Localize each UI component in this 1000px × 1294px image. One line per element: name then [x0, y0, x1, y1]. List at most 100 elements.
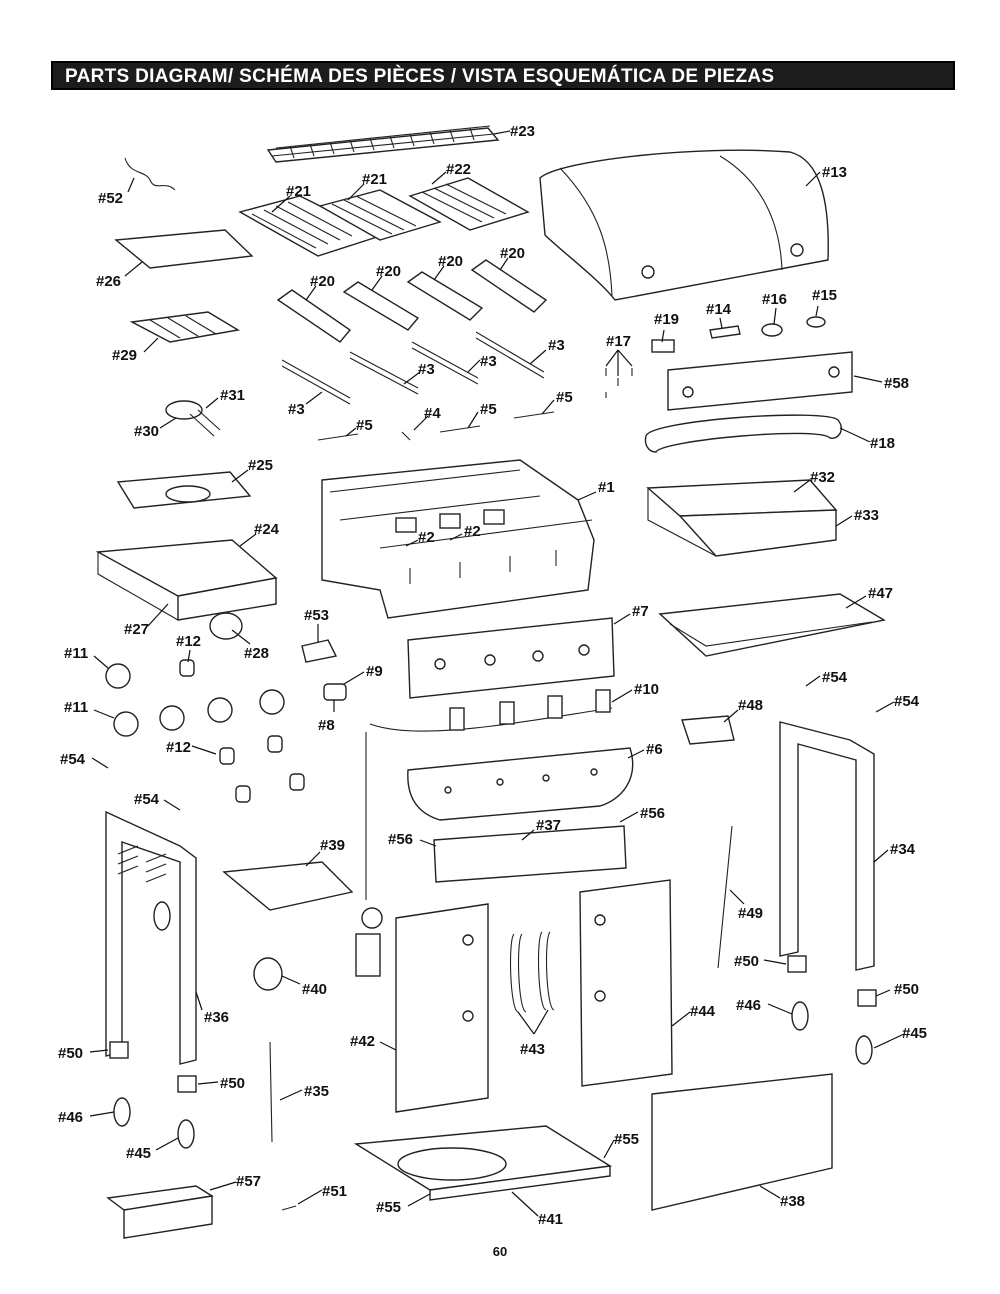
- callout-3d: #3: [288, 401, 305, 418]
- firebox-part: [321, 459, 595, 619]
- callout-2b: #2: [464, 523, 481, 540]
- wheel-part: [209, 612, 243, 640]
- callout-39: #39: [320, 837, 345, 854]
- side-shelf-part: [114, 229, 254, 269]
- callout-25: #25: [248, 457, 273, 474]
- callout-19: #19: [654, 311, 679, 328]
- tank-chain-part: [269, 1041, 273, 1143]
- warming-rack-part: [266, 125, 500, 163]
- callout-42: #42: [350, 1033, 375, 1050]
- page-title: PARTS DIAGRAM/ SCHÉMA DES PIÈCES / VISTA…: [65, 66, 775, 87]
- cooking-grates-part: [238, 177, 530, 257]
- valve-manifold-part: [365, 689, 613, 900]
- callout-12b: #12: [166, 739, 191, 756]
- callout-20d: #20: [500, 245, 525, 262]
- callout-33: #33: [854, 507, 879, 524]
- callout-7: #7: [632, 603, 649, 620]
- callout-41: #41: [538, 1211, 563, 1228]
- left-cart-panel-part: [105, 810, 197, 1065]
- callout-32: #32: [810, 469, 835, 486]
- callout-13: #13: [822, 164, 847, 181]
- callout-52: #52: [98, 190, 123, 207]
- callout-37: #37: [536, 817, 561, 834]
- callout-47: #47: [868, 585, 893, 602]
- igniter-part: [323, 683, 347, 701]
- tank-ring-part: [253, 957, 283, 991]
- callout-15: #15: [812, 287, 837, 304]
- callout-16: #16: [762, 291, 787, 308]
- leader-lines: [89, 130, 905, 1217]
- right-cart-panel-part: [779, 721, 875, 971]
- right-side-shelf-part: [646, 479, 838, 557]
- callout-58: #58: [884, 375, 909, 392]
- electrode-wire-part: [124, 157, 176, 191]
- callout-54c: #54: [60, 751, 86, 768]
- callout-53: #53: [304, 607, 329, 624]
- callout-20b: #20: [376, 263, 401, 280]
- igniter-module-part: [301, 639, 338, 663]
- cart-brace-part: [433, 825, 627, 883]
- manifold-panel-part: [407, 747, 634, 821]
- lid-handle-part: [644, 414, 842, 453]
- grease-cup-part: [681, 715, 735, 745]
- callout-48: #48: [738, 697, 763, 714]
- callout-4: #4: [424, 405, 441, 422]
- regulator-part: [355, 907, 383, 977]
- callout-38: #38: [780, 1193, 805, 1210]
- callout-29: #29: [112, 347, 137, 364]
- back-panel-part: [651, 1073, 833, 1211]
- callout-54d: #54: [134, 791, 160, 808]
- side-burner-box-part: [95, 539, 278, 621]
- callout-9: #9: [366, 663, 383, 680]
- callout-26: #26: [96, 273, 121, 290]
- heat-tents-part: [276, 259, 548, 343]
- callout-21a: #21: [286, 183, 311, 200]
- callout-55b: #55: [614, 1131, 639, 1148]
- callout-56b: #56: [640, 805, 665, 822]
- callout-55a: #55: [376, 1199, 401, 1216]
- callout-45a: #45: [126, 1145, 151, 1162]
- callout-35: #35: [304, 1083, 329, 1100]
- caster-blocks-part: [109, 955, 877, 1093]
- callout-3c: #3: [418, 361, 435, 378]
- callout-31: #31: [220, 387, 245, 404]
- callout-5b: #5: [480, 401, 497, 418]
- title-bar: PARTS DIAGRAM/ SCHÉMA DES PIÈCES / VISTA…: [51, 61, 955, 90]
- callout-45b: #45: [902, 1025, 927, 1042]
- thermometer-part: [761, 323, 783, 337]
- callout-18: #18: [870, 435, 895, 452]
- callout-14: #14: [706, 301, 732, 318]
- callout-54b: #54: [894, 693, 920, 710]
- callout-5c: #5: [556, 389, 573, 406]
- callout-20c: #20: [438, 253, 463, 270]
- lid-part: [539, 149, 829, 301]
- callout-54a: #54: [822, 669, 848, 686]
- callout-20a: #20: [310, 273, 335, 290]
- callout-1: #1: [598, 479, 615, 496]
- logo-plate-part: [709, 325, 741, 339]
- callout-10: #10: [634, 681, 659, 698]
- callout-23: #23: [510, 123, 535, 140]
- callout-24: #24: [254, 521, 280, 538]
- callout-8: #8: [318, 717, 335, 734]
- callout-17: #17: [606, 333, 631, 350]
- side-burner-part: [165, 400, 221, 437]
- feet-part: [605, 368, 633, 398]
- door-handles-part: [509, 931, 555, 1013]
- heat-shield-part: [222, 861, 354, 911]
- callout-50a: #50: [734, 953, 759, 970]
- callout-27: #27: [124, 621, 149, 638]
- door-rod-part: [717, 825, 733, 969]
- side-burner-pan-part: [116, 471, 252, 509]
- valve-label-part: [651, 339, 675, 353]
- callout-6: #6: [646, 741, 663, 758]
- callout-11a: #11: [64, 645, 88, 662]
- callout-46b: #46: [736, 997, 761, 1014]
- callout-21b: #21: [362, 171, 387, 188]
- callout-56a: #56: [388, 831, 413, 848]
- callout-57: #57: [236, 1173, 261, 1190]
- grease-tray-part: [658, 593, 886, 657]
- right-door-part: [579, 879, 673, 1087]
- bezel-part: [806, 316, 826, 328]
